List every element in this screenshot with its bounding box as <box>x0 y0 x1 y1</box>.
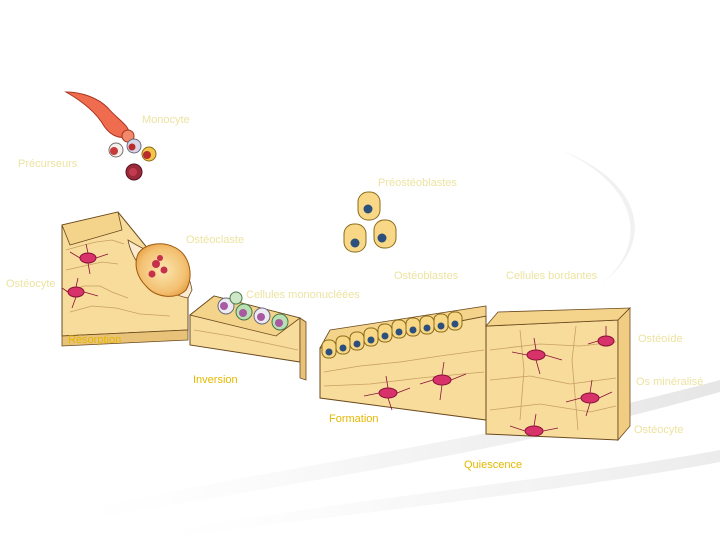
blood-vessel <box>64 91 135 143</box>
precursor-cells <box>108 138 157 181</box>
label-osteoblasts: Ostéoblastes <box>394 270 459 282</box>
mononuclear-cells <box>217 291 289 331</box>
label-precursors: Précurseurs <box>18 158 78 170</box>
label-osteoclast: Ostéoclaste <box>186 234 245 246</box>
osteocyte-cell <box>587 326 615 347</box>
osteocyte-cell <box>419 361 467 401</box>
label-monocyte: Monocyte <box>142 114 190 126</box>
label-mononuclear: Cellules mononucléées <box>246 289 360 301</box>
background-swoosh <box>40 150 720 540</box>
osteocyte-cell <box>61 277 99 309</box>
label-right-2: Os minéralisé <box>636 376 704 388</box>
preosteoblast-cells <box>343 191 397 253</box>
label-right-3: Ostéocyte <box>634 424 684 436</box>
label-osteocyte: Ostéocyte <box>6 278 56 290</box>
osteocyte-cell <box>69 243 109 275</box>
phase-inversion: Inversion <box>193 374 238 386</box>
osteoblast-row <box>321 311 463 359</box>
osteocyte-cell <box>511 337 563 375</box>
bone-block-formation <box>319 305 487 421</box>
phase-formation: Formation <box>329 413 379 425</box>
phase-resorption: Résorption <box>68 334 122 346</box>
bone-block-inversion <box>189 291 307 381</box>
label-bone-lining: Cellules bordantes <box>506 270 598 282</box>
label-right-1: Ostéoïde <box>638 333 683 345</box>
bone-block-quiescence <box>485 307 631 442</box>
bone-block-resorption <box>61 211 193 347</box>
phase-quiescence: Quiescence <box>464 459 523 471</box>
label-preosteoblasts: Préostéoblastes <box>378 177 457 189</box>
osteocyte-cell <box>509 413 559 437</box>
osteocyte-cell <box>565 379 613 417</box>
osteocyte-cell <box>363 375 411 411</box>
